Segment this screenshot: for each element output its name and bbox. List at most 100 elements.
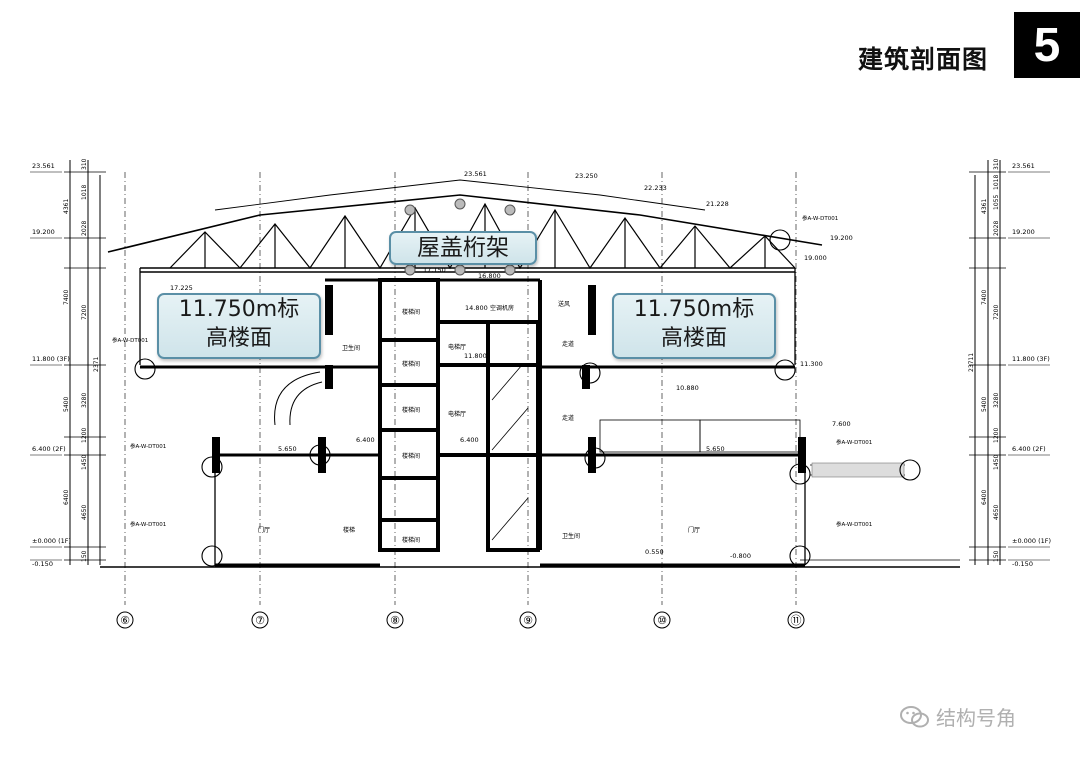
detail-ref-3: 参A-W-DT001	[802, 214, 838, 222]
elev-right-ground: -0.150	[1012, 560, 1033, 568]
roof-truss-callout: 屋盖桁架	[389, 231, 537, 265]
detail-ref-1: 参A-W-DT001	[130, 442, 166, 450]
dim-right-3: 4361	[981, 199, 988, 214]
floor-level-10: -0.800	[730, 552, 751, 560]
roof-level-6: 17.225	[170, 284, 193, 292]
right-callout-line-1: 11.750m标	[633, 297, 755, 322]
dim-right-6: 7200	[993, 305, 1000, 320]
dim-right-0: 310	[993, 158, 1000, 170]
room-label-8: 送风	[558, 300, 570, 308]
roof-level-4: 19.200	[830, 234, 853, 242]
roof-level-7: 17.150	[423, 266, 446, 274]
floor-level-6: 6.400	[460, 436, 479, 444]
floor-level-0: 14.800	[465, 304, 488, 312]
detail-ref-4: 参A-W-DT001	[836, 438, 872, 446]
page-number-badge: 5	[1014, 12, 1080, 78]
room-label-11: 门厅	[258, 526, 270, 534]
dim-left-4: 7400	[63, 290, 70, 305]
elev-left-top: 23.561	[32, 162, 55, 170]
left-callout-line-2: 高楼面	[205, 326, 272, 351]
room-label-1: 楼梯间	[402, 360, 420, 368]
elev-right-1f: ±0.000 (1F)	[1012, 537, 1051, 545]
dim-left-6: 2371	[93, 357, 100, 372]
elev-left-3f: 11.800 (3F)	[32, 355, 70, 363]
roof-level-8: 16.800	[478, 272, 501, 280]
room-label-6: 电梯厅	[448, 410, 466, 418]
dim-left-5: 7200	[81, 305, 88, 320]
roof-level-2: 22.233	[644, 184, 667, 192]
floor-level-3: 10.880	[676, 384, 699, 392]
right-floor-callout: 11.750m标 高楼面	[612, 293, 776, 359]
room-label-0: 楼梯间	[402, 308, 420, 316]
dim-right-11: 1450	[993, 455, 1000, 470]
room-label-9: 走道	[562, 340, 574, 348]
floor-level-5: 6.400	[356, 436, 375, 444]
dim-right-7: 23711	[968, 353, 975, 372]
dim-right-14: 150	[993, 550, 1000, 562]
room-label-12: 门厅	[688, 526, 700, 534]
dim-right-5: 7400	[981, 290, 988, 305]
room-label-7: 空调机房	[490, 304, 514, 312]
floor-level-7: 5.650	[278, 445, 297, 453]
floor-level-1: 11.800	[464, 352, 487, 360]
floor-level-8: 5.650	[706, 445, 725, 453]
roof-level-3: 21.228	[706, 200, 729, 208]
dim-left-12: 4650	[81, 505, 88, 520]
dim-right-4: 2028	[993, 221, 1000, 236]
floor-level-9: 0.550	[645, 548, 664, 556]
dim-left-0: 310	[81, 158, 88, 170]
dim-left-7: 5400	[63, 397, 70, 412]
elev-right-2f: 6.400 (2F)	[1012, 445, 1046, 453]
room-label-2: 楼梯间	[402, 406, 420, 414]
room-label-3: 楼梯间	[402, 452, 420, 460]
roof-level-0: 23.561	[464, 170, 487, 178]
elev-right-3f: 11.800 (3F)	[1012, 355, 1050, 363]
axis-label-7: ⑦	[255, 614, 265, 627]
dim-right-12: 6400	[981, 490, 988, 505]
roof-level-1: 23.250	[575, 172, 598, 180]
dim-right-8: 5400	[981, 397, 988, 412]
axis-label-9: ⑨	[523, 614, 533, 627]
dim-left-13: 150	[81, 550, 88, 562]
axis-label-10: ⑩	[657, 614, 667, 627]
detail-ref-2: 参A-W-DT001	[130, 520, 166, 528]
dim-right-1: 1018	[993, 175, 1000, 190]
page-title: 建筑剖面图	[858, 45, 989, 74]
dim-left-3: 2028	[81, 221, 88, 236]
room-label-15: 卫生间	[562, 532, 580, 540]
watermark-text: 结构号角	[936, 706, 1016, 730]
dim-left-10: 1450	[81, 455, 88, 470]
axis-label-6: ⑥	[120, 614, 130, 627]
dim-left-9: 1200	[81, 428, 88, 443]
dim-left-1: 1018	[81, 185, 88, 200]
room-label-5: 电梯厅	[448, 343, 466, 351]
elev-right-roof: 19.200	[1012, 228, 1035, 236]
room-label-10: 走道	[562, 414, 574, 422]
dim-left-2: 4361	[63, 199, 70, 214]
left-callout-line-1: 11.750m标	[178, 297, 300, 322]
elev-left-roof: 19.200	[32, 228, 55, 236]
dim-right-2: 1055	[993, 195, 1000, 210]
room-label-13: 楼梯	[343, 526, 355, 534]
roof-level-5: 19.000	[804, 254, 827, 262]
dim-left-11: 6400	[63, 490, 70, 505]
axis-label-8: ⑧	[390, 614, 400, 627]
elev-left-ground: -0.150	[32, 560, 53, 568]
floor-level-2: 11.300	[800, 360, 823, 368]
left-floor-callout: 11.750m标 高楼面	[157, 293, 321, 359]
floor-level-4: 7.600	[832, 420, 851, 428]
roof-truss-label: 屋盖桁架	[417, 235, 509, 261]
detail-ref-5: 参A-W-DT001	[836, 520, 872, 528]
room-label-14: 卫生间	[342, 344, 360, 352]
dim-right-10: 1200	[993, 428, 1000, 443]
room-label-4: 楼梯间	[402, 536, 420, 544]
detail-ref-0: 参A-W-DT001	[112, 336, 148, 344]
watermark: 结构号角	[900, 702, 1016, 731]
dim-left-8: 3280	[81, 393, 88, 408]
elev-left-2f: 6.400 (2F)	[32, 445, 66, 453]
elev-right-top: 23.561	[1012, 162, 1035, 170]
wechat-icon	[900, 705, 929, 727]
right-callout-line-2: 高楼面	[660, 326, 727, 351]
dim-right-13: 4650	[993, 505, 1000, 520]
